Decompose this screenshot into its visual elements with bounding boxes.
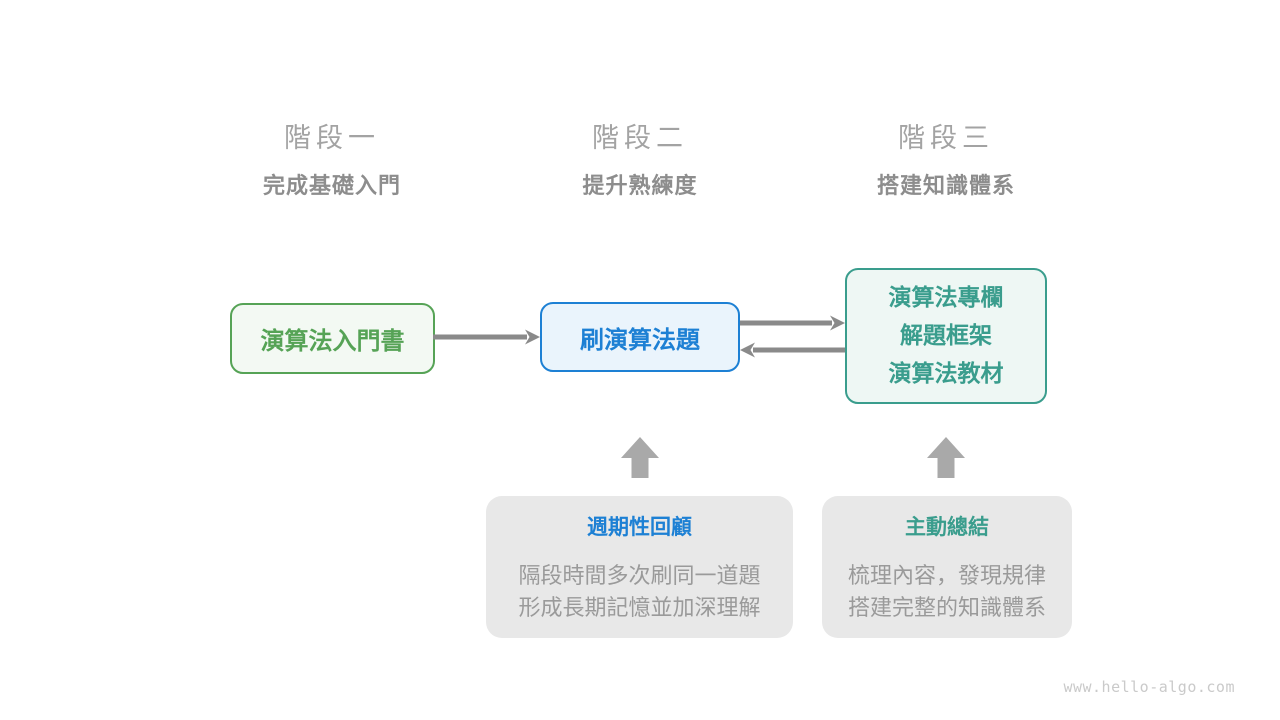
note-active-summary-line-2: 搭建完整的知識體系	[847, 596, 1046, 621]
node-resource-line-3: 演算法教材	[888, 361, 1004, 387]
note-periodic-review: 週期性回顧 隔段時間多次刷同一道題 形成長期記憶並加深理解	[486, 496, 793, 638]
stage-2-label: 階段二	[592, 123, 688, 154]
node-resource-line-2: 解題框架	[900, 323, 992, 349]
stage-3-subtitle: 搭建知識體系	[876, 174, 1015, 199]
note-periodic-review-line-2: 形成長期記憶並加深理解	[518, 596, 761, 621]
arrow-right-icon	[740, 315, 845, 331]
node-practice-problems: 刷演算法題	[540, 302, 740, 372]
note-active-summary: 主動總結 梳理內容，發現規律 搭建完整的知識體系	[822, 496, 1072, 638]
note-active-summary-title: 主動總結	[905, 515, 989, 539]
note-active-summary-line-1: 梳理內容，發現規律	[847, 564, 1046, 589]
stage-1-label: 階段一	[284, 123, 380, 154]
stage-header-1: 階段一 完成基礎入門	[172, 122, 492, 202]
stage-header-2: 階段二 提升熟練度	[480, 122, 800, 202]
node-intro-book: 演算法入門書	[230, 303, 435, 374]
note-periodic-review-line-1: 隔段時間多次刷同一道題	[518, 564, 761, 589]
arrow-up-icon	[927, 437, 965, 478]
node-resource-line-1: 演算法專欄	[888, 285, 1004, 311]
stage-header-3: 階段三 搭建知識體系	[786, 122, 1106, 202]
note-periodic-review-title: 週期性回顧	[587, 515, 692, 539]
stage-2-subtitle: 提升熟練度	[582, 174, 698, 199]
stage-1-subtitle: 完成基礎入門	[262, 174, 401, 199]
node-practice-problems-label: 刷演算法題	[580, 325, 700, 354]
watermark-url: www.hello-algo.com	[1063, 678, 1235, 696]
stage-3-label: 階段三	[898, 123, 994, 154]
node-knowledge-resources: 演算法專欄 解題框架 演算法教材	[845, 268, 1047, 404]
arrow-left-icon	[740, 342, 845, 358]
arrow-up-icon	[621, 437, 659, 478]
node-intro-book-label: 演算法入門書	[260, 327, 405, 355]
arrow-right-icon	[433, 329, 540, 345]
